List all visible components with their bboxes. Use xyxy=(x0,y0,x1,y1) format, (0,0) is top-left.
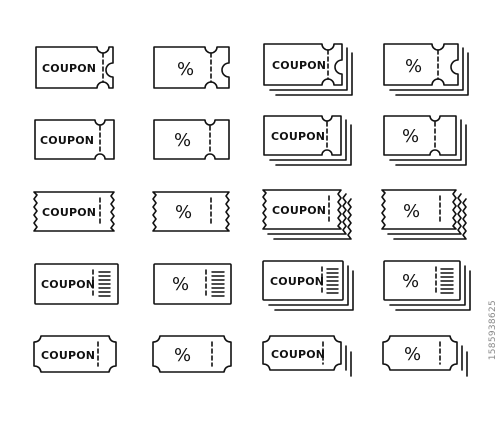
percent-label: % xyxy=(402,271,419,292)
percent-ticket-icon: % xyxy=(152,335,232,373)
coupon-label: COUPON xyxy=(42,62,96,75)
coupon-ticket-stacked-icon: COUPON xyxy=(262,260,354,311)
percent-label: % xyxy=(174,345,191,366)
percent-ticket-stacked-icon: % xyxy=(381,189,467,240)
percent-label: % xyxy=(174,130,191,151)
percent-label: % xyxy=(404,344,421,365)
percent-ticket-stacked-icon: % xyxy=(383,115,467,166)
coupon-ticket-icon: COUPON xyxy=(35,46,114,89)
coupon-ticket-icon: COUPON xyxy=(34,263,119,305)
coupon-label: COUPON xyxy=(42,206,96,219)
coupon-label: COUPON xyxy=(271,348,325,361)
coupon-ticket-stacked-icon: COUPON xyxy=(262,189,352,240)
percent-label: % xyxy=(172,274,189,295)
percent-label: % xyxy=(403,201,420,222)
percent-label: % xyxy=(175,202,192,223)
coupon-ticket-stacked-icon: COUPON xyxy=(262,335,352,377)
percent-ticket-stacked-icon: % xyxy=(382,335,468,377)
percent-ticket-icon: % xyxy=(153,263,232,305)
coupon-label: COUPON xyxy=(272,204,326,217)
coupon-ticket-icon: COUPON xyxy=(33,335,117,373)
coupon-ticket-stacked-icon: COUPON xyxy=(263,115,352,166)
coupon-label: COUPON xyxy=(272,59,326,72)
percent-ticket-icon: % xyxy=(152,191,230,232)
percent-ticket-icon: % xyxy=(153,46,230,89)
barcode-icon xyxy=(440,268,454,294)
barcode-icon xyxy=(326,268,339,294)
coupon-label: COUPON xyxy=(41,278,95,291)
coupon-label: COUPON xyxy=(41,349,95,362)
percent-label: % xyxy=(402,126,419,147)
percent-ticket-stacked-icon: % xyxy=(383,260,471,311)
percent-label: % xyxy=(177,59,194,80)
stock-id-watermark: 1585938625 xyxy=(488,300,498,361)
percent-ticket-icon: % xyxy=(153,119,230,160)
barcode-icon xyxy=(211,271,225,297)
coupon-label: COUPON xyxy=(270,275,324,288)
coupon-ticket-icon: COUPON xyxy=(34,119,115,160)
coupon-label: COUPON xyxy=(271,130,325,143)
coupon-ticket-stacked-icon: COUPON xyxy=(263,43,353,96)
coupon-label: COUPON xyxy=(40,134,94,147)
percent-label: % xyxy=(405,56,422,77)
barcode-icon xyxy=(98,271,111,297)
coupon-ticket-icon: COUPON xyxy=(33,191,115,232)
percent-ticket-stacked-icon: % xyxy=(383,43,469,96)
